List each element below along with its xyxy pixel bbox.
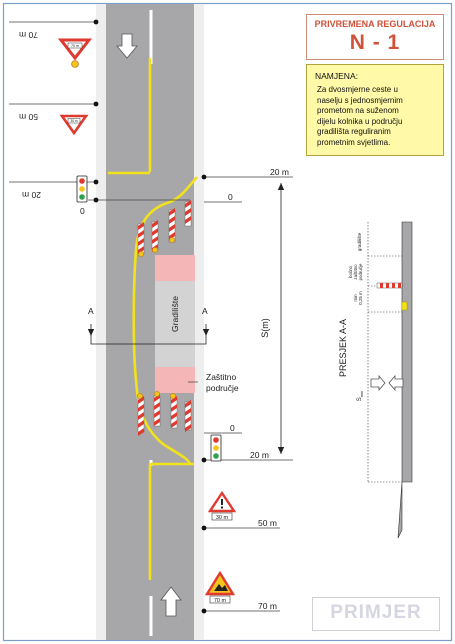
distance-0-right-bottom: 0	[230, 423, 235, 433]
purpose-line: naselju s jednosmjernim	[317, 95, 403, 105]
section-barrier	[376, 282, 403, 289]
warning-lamp-icon	[137, 393, 143, 399]
barrier-post	[137, 222, 145, 255]
title-line-1: PRIVREMENA REGULACIJA	[314, 19, 436, 29]
distance-70m-left: 70 m	[19, 30, 38, 40]
section-label-bocno-2: zaštitno	[353, 264, 358, 280]
barrier-post	[137, 396, 145, 436]
section-title: PRESJEK A-A	[338, 319, 348, 377]
section-marker-left: A	[88, 306, 94, 316]
yellow-bypass-line	[132, 176, 198, 465]
lane-arrow-down-icon	[116, 33, 138, 59]
distance-20m-right-bottom: 20 m	[250, 450, 269, 460]
distance-50m-left: 50 m	[19, 112, 38, 122]
warning-sign-30m-icon: 30 m	[207, 490, 237, 521]
purpose-line: gradilišta reguliranim	[317, 127, 391, 137]
title-box: PRIVREMENA REGULACIJA N - 1	[306, 14, 444, 60]
road-shoulder-left	[96, 4, 106, 640]
yield-sign-50m-icon: 30 m	[59, 114, 89, 136]
distance-0-left: 0	[80, 206, 85, 216]
worksite-label: Gradilište	[170, 296, 180, 332]
traffic-light-upper-icon	[76, 175, 88, 203]
road-shoulder-right	[194, 4, 204, 640]
section-arrow-left-icon	[388, 374, 404, 392]
purpose-text: Za dvosmjerne ceste u naselju s jednosmj…	[317, 85, 441, 149]
s-dimension-label: S(m)	[260, 318, 270, 338]
section-road-surface	[397, 221, 413, 539]
sign-plate-70m: 70 m	[214, 598, 227, 604]
section-marker-right: A	[202, 306, 208, 316]
purpose-line: dijelu kolnika u području	[317, 116, 403, 126]
section-label-min-2: 0,25 m	[358, 291, 363, 305]
example-box: PRIMJER	[312, 597, 440, 631]
traffic-light-lower-icon	[210, 434, 222, 462]
purpose-line: prometnim svjetlima.	[317, 137, 391, 147]
distance-20m-left: 20 m	[22, 190, 41, 200]
title-line-2: N - 1	[349, 31, 401, 54]
section-label-min-1: min	[353, 294, 358, 302]
left-measure-lines	[9, 21, 190, 201]
section-arrow-right-icon	[370, 374, 386, 392]
section-line-a-a: A A	[87, 306, 210, 345]
warning-lamp-icon	[138, 251, 144, 257]
barrier-post	[170, 396, 178, 429]
section-label-bocno-1: bočno	[348, 265, 353, 278]
yield-sign-70m-icon: 70 m	[57, 38, 93, 68]
warning-lamp-icon	[170, 393, 176, 399]
purpose-heading: NAMJENA:	[315, 71, 358, 81]
svg-text:70 m: 70 m	[71, 44, 79, 48]
svg-text:30 m: 30 m	[70, 119, 77, 123]
purpose-line: Za dvosmjerne ceste u	[317, 85, 398, 94]
example-label: PRIMJER	[330, 602, 422, 623]
protection-zone-label-1: Zaštitno	[206, 372, 237, 382]
warning-lamp-icon	[154, 391, 160, 397]
right-measure-lines	[204, 176, 293, 612]
barrier-post	[184, 400, 192, 432]
barrier-post	[184, 200, 192, 227]
section-label-bocno-3: područje	[358, 263, 363, 280]
purpose-line: prometom na suženom	[317, 106, 399, 116]
barrier-post	[153, 394, 161, 427]
distance-20m-right-top: 20 m	[270, 167, 289, 177]
barrier-post	[168, 208, 176, 243]
distance-0-right-top: 0	[228, 192, 233, 202]
right-measure-dots	[201, 174, 207, 614]
work-zone: Gradilište	[155, 255, 195, 393]
section-lamp	[401, 301, 408, 311]
section-label-smin: Smin	[357, 391, 364, 401]
protection-zone-lower	[155, 367, 195, 393]
warning-lamp-icon	[152, 247, 158, 253]
lane-arrow-up-icon	[160, 586, 182, 617]
distance-50m-right: 50 m	[258, 518, 277, 528]
warning-lamp-icon	[169, 237, 175, 243]
protection-zone-label-2: područje	[206, 383, 239, 393]
purpose-box: NAMJENA: Za dvosmjerne ceste u naselju s…	[306, 64, 444, 156]
barriers	[137, 200, 192, 436]
cross-section-a-a: PRESJEK A-A gradilište bočno zaštitno po…	[338, 221, 413, 539]
protection-zone-upper	[155, 255, 195, 281]
distance-70m-right: 70 m	[258, 601, 277, 611]
left-measure-dots	[93, 19, 99, 203]
worksite-area	[155, 281, 195, 367]
sign-plate-30m: 30 m	[216, 515, 229, 521]
section-label-gradiliste: gradilište	[357, 232, 362, 251]
roadworks-sign-70m-icon: 70 m	[204, 570, 236, 604]
